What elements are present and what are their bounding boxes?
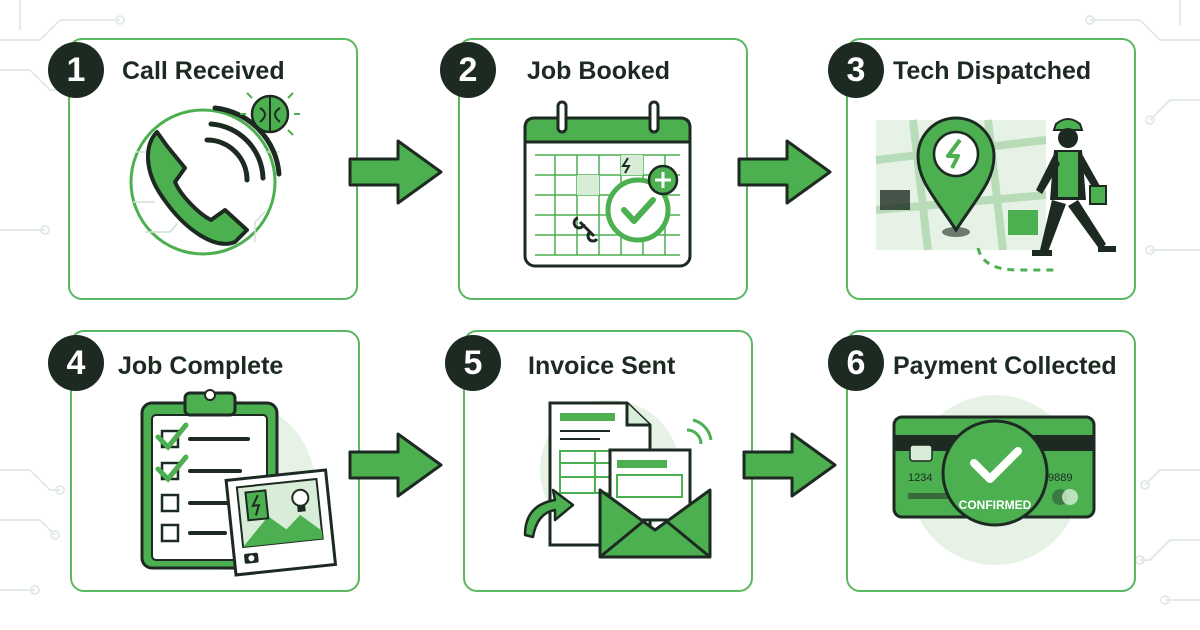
- arrow-right-icon: [348, 432, 443, 498]
- step-number-badge-3: 3: [828, 42, 884, 98]
- step-title-3: Tech Dispatched: [893, 57, 1092, 85]
- step-title-4: Job Complete: [118, 352, 284, 380]
- step-number-badge-4: 4: [48, 335, 104, 391]
- arrow-right-icon: [737, 139, 832, 205]
- step-number-badge-1: 1: [48, 42, 104, 98]
- arrow-right-icon: [742, 432, 837, 498]
- card-number-right: 9889: [1048, 472, 1072, 484]
- step-number-badge-5: 5: [445, 335, 501, 391]
- confirmed-stamp: CONFIRMED: [959, 498, 1032, 512]
- step-title-1: Call Received: [122, 57, 285, 85]
- clipboard-photo-icon: [140, 389, 338, 577]
- arrow-right-icon: [348, 139, 443, 205]
- step-title-2: Job Booked: [527, 57, 671, 85]
- step-title-5: Invoice Sent: [528, 352, 676, 380]
- calendar-check-icon: [523, 100, 692, 268]
- step-number-badge-2: 2: [440, 42, 496, 98]
- step-number-badge-6: 6: [828, 335, 884, 391]
- credit-card-confirmed-icon: 1234 9889 CONFIRMED: [892, 395, 1096, 565]
- step-title-6: Payment Collected: [893, 352, 1117, 380]
- card-number-left: 1234: [908, 472, 932, 484]
- phone-ai-icon: [129, 92, 300, 256]
- map-pin-technician-icon: [875, 116, 1116, 272]
- invoice-envelope-icon: [523, 400, 713, 559]
